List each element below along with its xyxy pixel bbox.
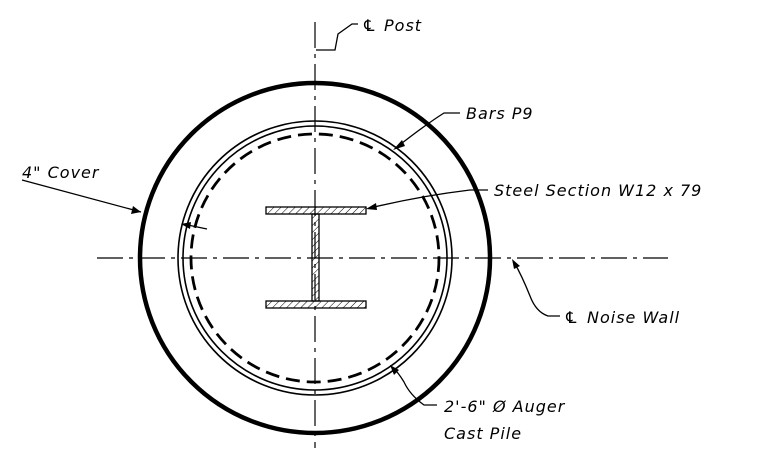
top-flange xyxy=(265,206,367,215)
bars-label: Bars P9 xyxy=(466,104,534,123)
noise-wall-label: Noise Wall xyxy=(587,308,680,327)
noise-wall-arrowhead xyxy=(512,259,520,269)
centerline-symbol-post: ℄ xyxy=(362,16,377,35)
steel-section-arrowhead xyxy=(366,203,377,210)
auger-label-line1: 2'-6" Ø Auger xyxy=(444,397,566,416)
bars-circle-outer xyxy=(177,120,453,396)
steel-section-label: Steel Section W12 x 79 xyxy=(494,181,702,200)
auger-arrowhead xyxy=(390,365,399,375)
web xyxy=(311,213,320,302)
bars-circle-inner xyxy=(182,125,448,391)
steel-i-section xyxy=(265,206,367,309)
cover-leader xyxy=(21,179,142,213)
centerline-symbol-noise-wall: ℄ xyxy=(564,308,579,327)
noise-wall-leader xyxy=(513,261,560,317)
post-label: Post xyxy=(384,16,422,35)
cover-label: 4" Cover xyxy=(22,163,100,182)
cover-arrowhead-2 xyxy=(181,222,191,229)
auger-label-line2: Cast Pile xyxy=(444,424,522,443)
steel-section-leader xyxy=(369,189,488,209)
post-leader xyxy=(316,23,358,51)
cover-arrowhead xyxy=(131,206,141,214)
bars-arrowhead xyxy=(393,140,405,150)
bars-leader xyxy=(396,112,460,148)
pile-outer-circle xyxy=(137,80,493,436)
bottom-flange xyxy=(265,300,367,309)
reinforcement-dashed-circle xyxy=(189,132,441,384)
